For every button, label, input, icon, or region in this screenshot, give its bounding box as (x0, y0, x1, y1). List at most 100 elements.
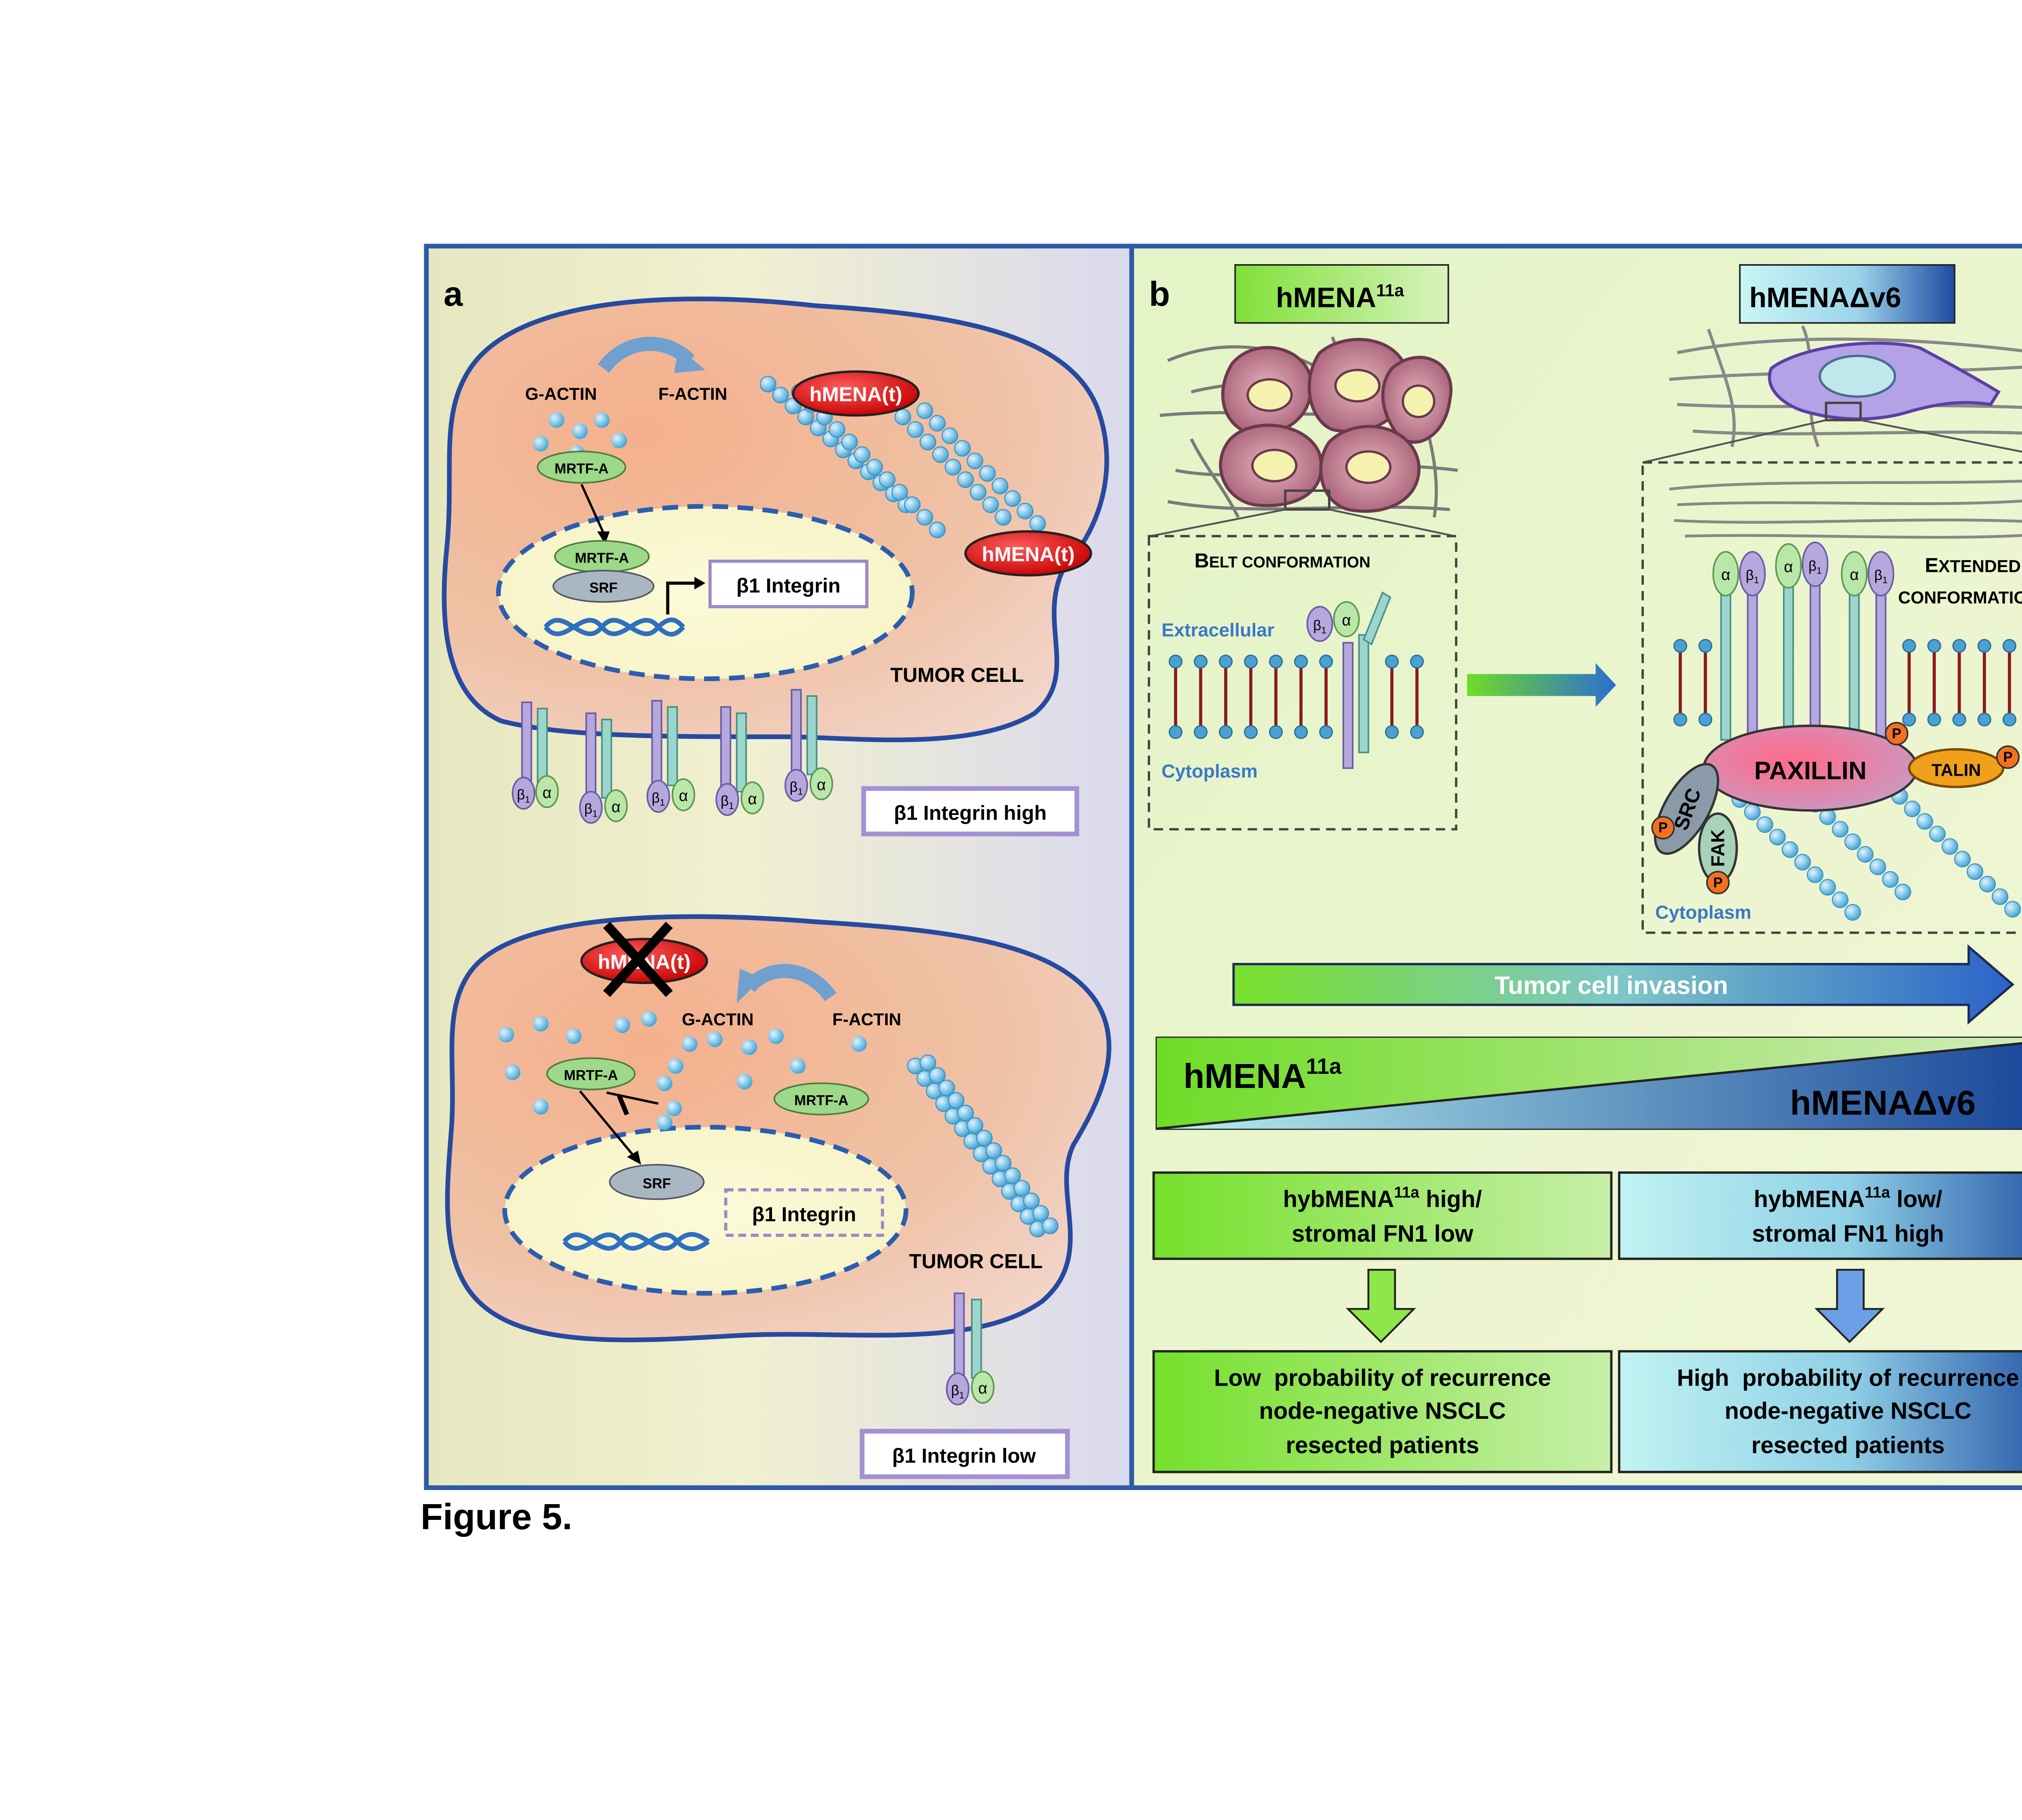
svg-text:β1: β1 (721, 793, 734, 811)
svg-text:hMENAΔv6: hMENAΔv6 (1790, 1084, 1975, 1122)
invasion-arrow (1232, 944, 2015, 1025)
svg-text:α: α (978, 1380, 987, 1397)
svg-text:α: α (1784, 559, 1793, 576)
outcome-box-right (1618, 1350, 2022, 1473)
down-arrow-blue (1814, 1269, 1885, 1344)
svg-text:PAXILLIN: PAXILLIN (1754, 757, 1867, 785)
svg-text:SRF: SRF (643, 1176, 671, 1191)
extracellular-label: Extracellular (1161, 620, 1274, 641)
svg-text:hMENA11a: hMENA11a (1276, 281, 1404, 313)
tumor-cell-label-top: TUMOR CELL (890, 663, 1024, 686)
srf-top: SRF (552, 569, 655, 603)
svg-text:Tumor cell invasion: Tumor cell invasion (1495, 971, 1728, 999)
title-hmena-dv6 (1739, 264, 1956, 324)
svg-text:MRTF-A: MRTF-A (575, 550, 629, 566)
svg-text:β1: β1 (1313, 618, 1326, 635)
srf-bottom: SRF (609, 1164, 705, 1200)
mesenchymal-cell (1669, 325, 2022, 448)
beta1-integrin-gene-bottom (724, 1188, 884, 1237)
svg-text:α: α (748, 790, 757, 808)
condition-box-right (1618, 1171, 2022, 1260)
bent-integrin: β1 α (1306, 591, 1392, 769)
svg-text:hybMENA11a high/: hybMENA11a high/ (1283, 1184, 1482, 1212)
svg-text:FAK: FAK (1707, 829, 1728, 867)
f-actin-label-top: F-ACTIN (658, 384, 727, 404)
svg-text:MRTF-A: MRTF-A (564, 1068, 618, 1084)
mrtf-a-bottom-1: MRTF-A (546, 1057, 636, 1090)
svg-text:α: α (1721, 566, 1730, 584)
nucleus-bottom (502, 1125, 909, 1296)
f-actin-filaments-top (759, 376, 1046, 538)
transcription-arrow-top (666, 581, 695, 615)
svg-text:hMENA11a: hMENA11a (1183, 1054, 1341, 1096)
svg-text:hybMENA11a low/: hybMENA11a low/ (1754, 1184, 1942, 1212)
paxillin: PAXILLIN (1703, 724, 1918, 812)
belt-conformation-box (1148, 535, 1457, 831)
svg-text:resected patients: resected patients (1286, 1432, 1479, 1458)
outcome-box-left (1152, 1350, 1613, 1473)
mrtf-a-cytoplasmic-top: MRTF-A (537, 451, 626, 484)
svg-text:TALIN: TALIN (1931, 761, 1981, 780)
svg-text:node-negative NSCLC: node-negative NSCLC (1725, 1398, 1971, 1424)
panel-b-label: b (1149, 275, 1170, 313)
ecm-fibers (1669, 480, 2022, 539)
cytoplasm-label-right: Cytoplasm (1655, 902, 1751, 923)
epithelial-cell-cluster (1159, 336, 1458, 518)
svg-text:α: α (679, 787, 688, 805)
svg-text:Low probability of recurrence: Low probability of recurrence (1214, 1365, 1551, 1391)
transition-arrow (1467, 663, 1616, 707)
svg-text:β1: β1 (651, 790, 665, 808)
svg-text:node-negative NSCLC: node-negative NSCLC (1259, 1398, 1506, 1424)
dna-helix-top (544, 617, 685, 637)
svg-text:P: P (1892, 726, 1901, 742)
svg-text:P: P (1658, 820, 1668, 836)
svg-text:α: α (543, 784, 552, 802)
down-arrow-green (1345, 1269, 1416, 1344)
svg-text:hMENAΔv6: hMENAΔv6 (1749, 282, 1901, 313)
svg-text:resected patients: resected patients (1751, 1432, 1945, 1458)
title-hmena11a (1234, 264, 1449, 324)
figure-caption: Figure 5. (421, 1497, 573, 1537)
svg-text:P: P (2003, 749, 2012, 765)
svg-text:hMENA(t): hMENA(t) (982, 543, 1074, 566)
svg-text:SRF: SRF (589, 580, 618, 596)
mrtf-a-nuclear-top: MRTF-A (554, 540, 650, 573)
svg-text:MRTF-A: MRTF-A (554, 461, 609, 477)
g-actin-label-top: G-ACTIN (525, 384, 597, 404)
svg-text:β1: β1 (1808, 558, 1822, 576)
tumor-cell-label-bottom: TUMOR CELL (909, 1250, 1043, 1273)
svg-text:α: α (817, 776, 826, 794)
svg-text:stromal FN1 high: stromal FN1 high (1752, 1221, 1944, 1247)
svg-text:High probability of recurrenc: High probability of recurrence (1677, 1365, 2019, 1391)
f-actin-label-bottom: F-ACTIN (832, 1010, 901, 1029)
svg-text:P: P (1713, 875, 1722, 891)
svg-text:β1 Integrin: β1 Integrin (752, 1202, 856, 1225)
phospho-sites (1651, 722, 2020, 895)
talin: TALIN (1908, 748, 2005, 788)
g-actin-label-bottom: G-ACTIN (682, 1010, 754, 1029)
cytoplasm-label-left: Cytoplasm (1161, 760, 1258, 781)
svg-text:β1 Integrin high: β1 Integrin high (894, 801, 1047, 824)
f-actin-filament-bottom (907, 1054, 1059, 1238)
g-actin-monomers-bottom (498, 1011, 867, 1130)
svg-text:CONFORMATION: CONFORMATION (1898, 588, 2022, 607)
svg-text:β1 Integrin low: β1 Integrin low (892, 1444, 1036, 1467)
hmena-t-oval-top-2: hMENA(t) (964, 530, 1092, 577)
membrane-left (1168, 654, 1424, 739)
membrane-right (1673, 639, 2017, 727)
svg-text:β1 Integrin: β1 Integrin (736, 574, 840, 597)
svg-text:stromal FN1 low: stromal FN1 low (1292, 1221, 1474, 1247)
svg-text:EXTENDED: EXTENDED (1925, 554, 2021, 577)
result-box-top (861, 786, 1079, 836)
condition-box-left (1152, 1171, 1613, 1260)
svg-text:α: α (1850, 566, 1859, 584)
hmena-t-oval-top-1: hMENA(t) (792, 370, 920, 417)
result-box-bottom (859, 1428, 1070, 1479)
beta1-integrin-gene-top (708, 559, 869, 608)
svg-text:α: α (611, 798, 620, 816)
svg-text:hMENA(t): hMENA(t) (810, 383, 902, 406)
svg-text:β1: β1 (1874, 567, 1888, 585)
